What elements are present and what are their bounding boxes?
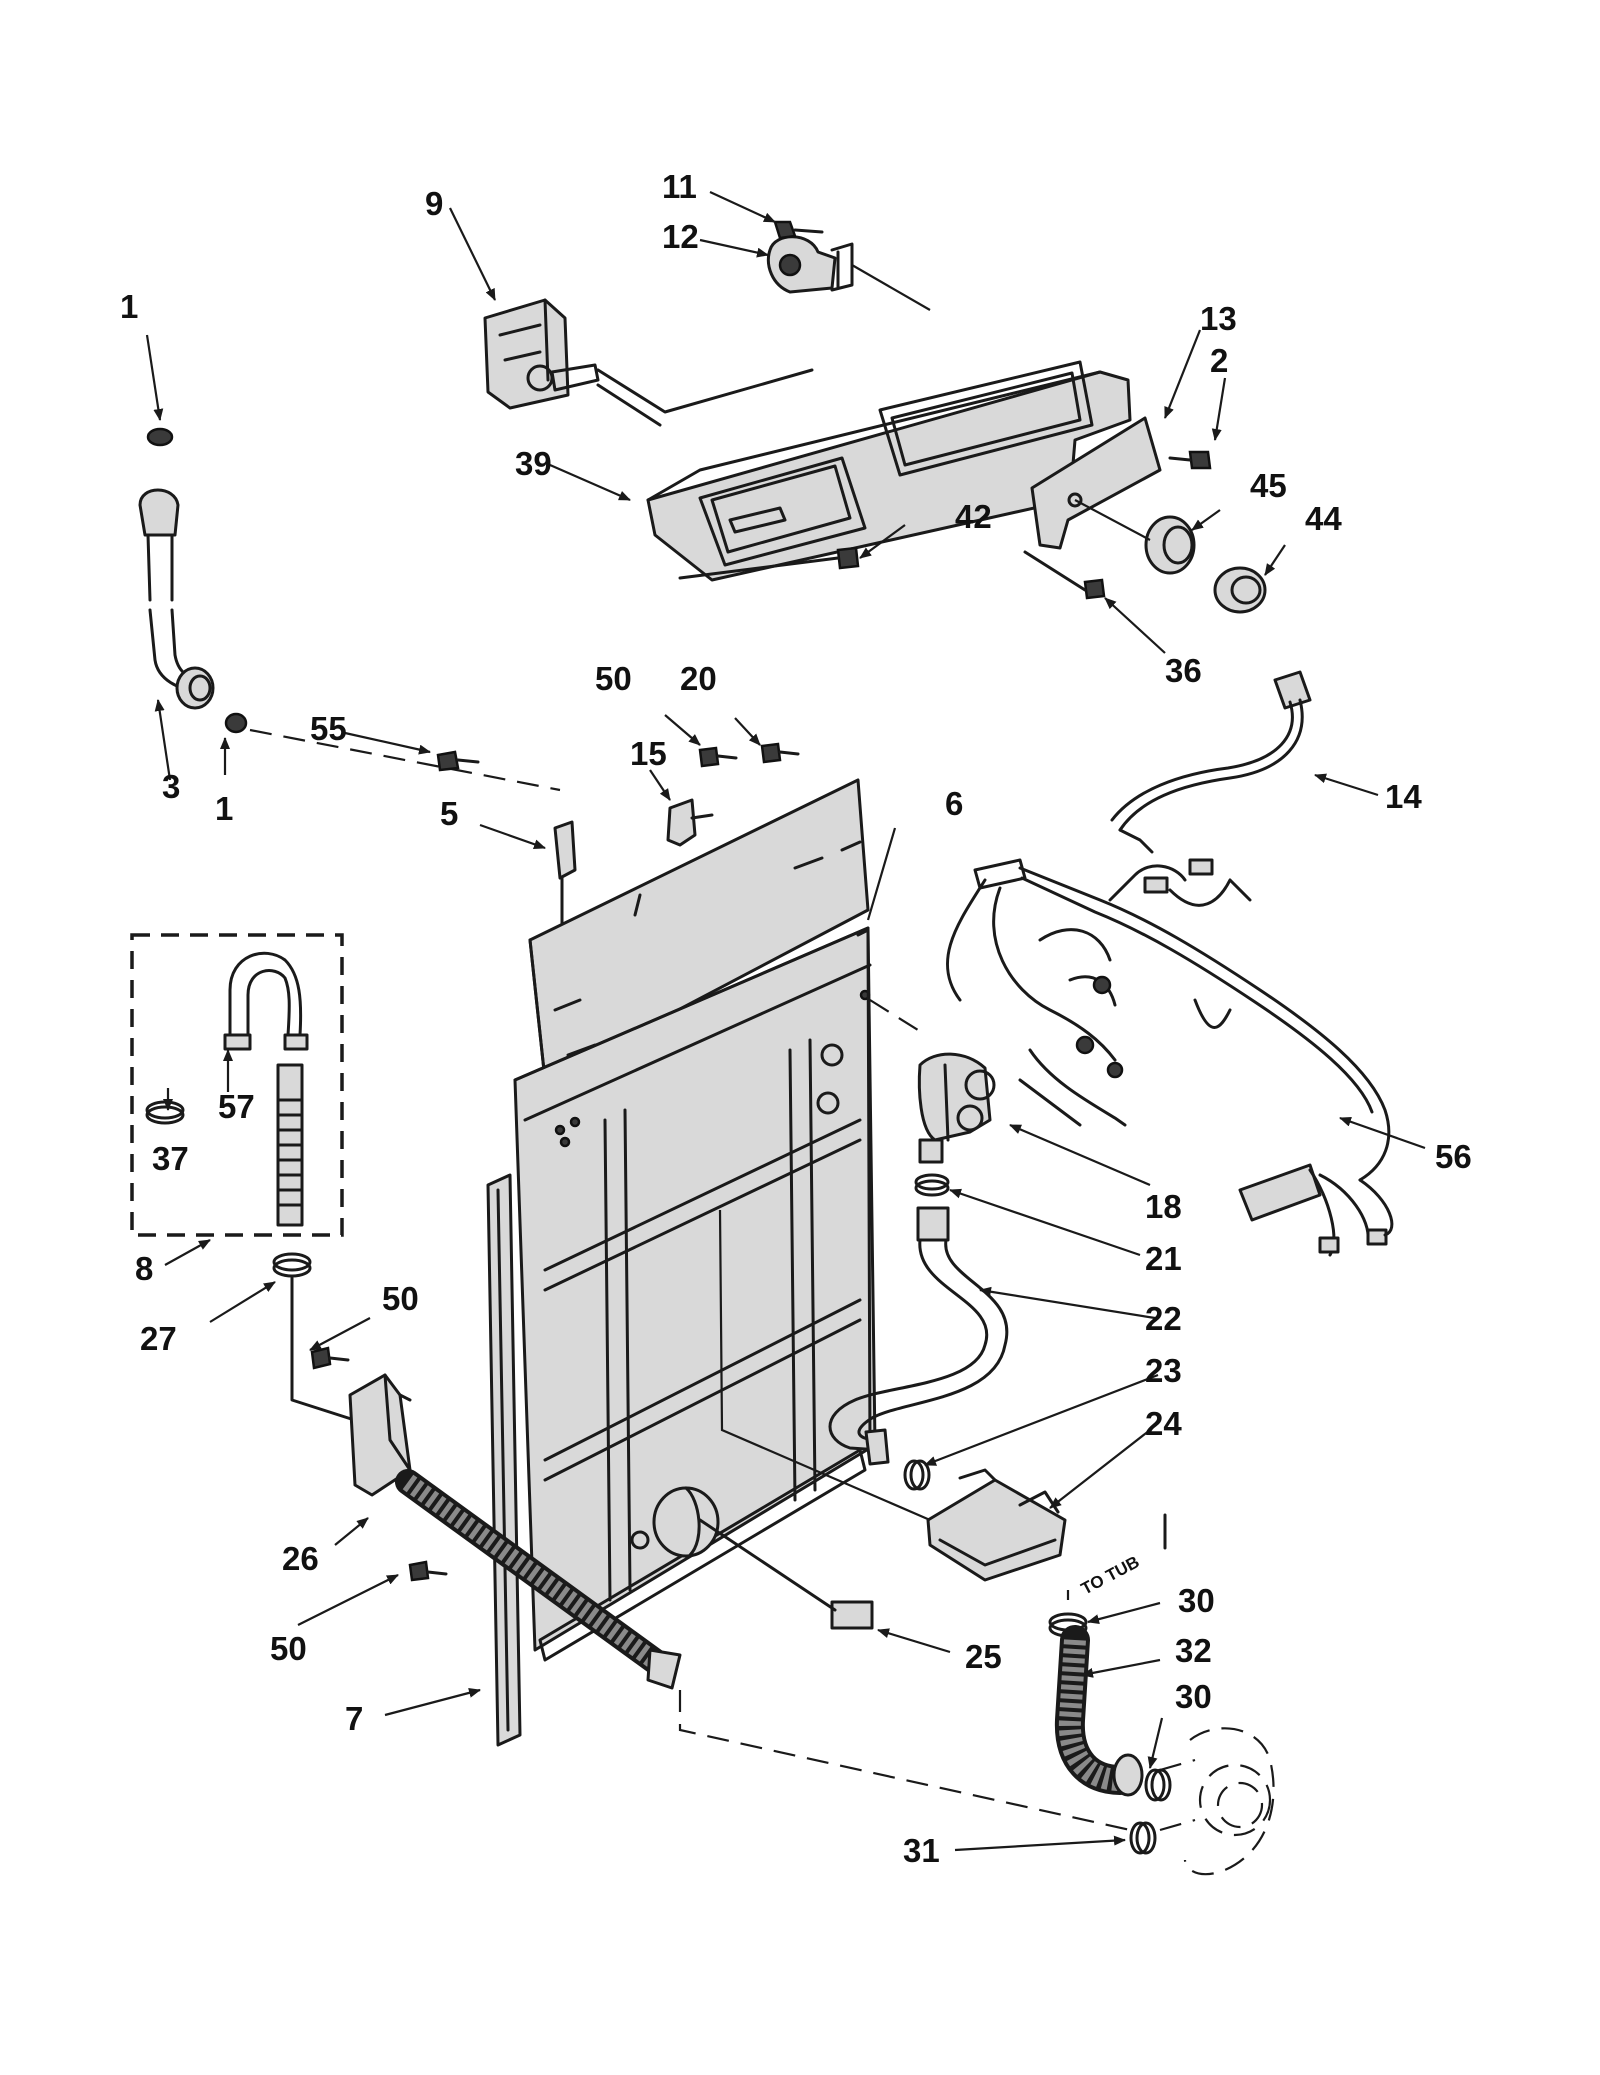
- control-panel-group: [483, 220, 1267, 614]
- callout-18: 18: [1145, 1188, 1182, 1225]
- callout-2: 2: [1210, 342, 1228, 379]
- water-valve-part: [917, 1052, 996, 1164]
- knob-part: [1213, 566, 1267, 614]
- callout-30-bottom: 30: [1175, 1678, 1212, 1715]
- callout-31: 31: [903, 1832, 940, 1869]
- callout-20: 20: [680, 660, 717, 697]
- callout-55: 55: [310, 710, 347, 747]
- front-rail-part: [486, 1173, 522, 1747]
- clip-25: [652, 1486, 874, 1630]
- callout-13: 13: [1200, 300, 1237, 337]
- callout-26: 26: [282, 1540, 319, 1577]
- callout-11: 11: [662, 168, 697, 205]
- console-part: [646, 360, 1132, 582]
- screw-20: [760, 742, 800, 764]
- screw-55: [436, 750, 480, 772]
- clamp-27: [272, 1252, 372, 1427]
- note-to-tub: TO TUB: [1078, 1552, 1143, 1598]
- mixing-valve-kit: [130, 933, 344, 1237]
- callout-9: 9: [425, 185, 443, 222]
- screw-42: [678, 546, 860, 580]
- callout-6: 6: [945, 785, 963, 822]
- inlet-hose-part: [828, 1206, 1009, 1466]
- callout-56: 56: [1435, 1138, 1472, 1175]
- callout-12: 12: [662, 218, 699, 255]
- timer-part: [483, 298, 600, 410]
- clip-15: [666, 798, 714, 847]
- wire-harness-part: [945, 670, 1394, 1257]
- clamp-31: [1129, 1821, 1157, 1855]
- callout-22: 22: [1145, 1300, 1182, 1337]
- callout-7: 7: [345, 1700, 363, 1737]
- screw-50-low: [408, 1560, 448, 1582]
- bezel-part: [1144, 515, 1196, 575]
- siphon-part: [926, 1468, 1067, 1582]
- callout-39: 39: [515, 445, 552, 482]
- screw-2: [1168, 450, 1212, 470]
- callout-15: 15: [630, 735, 667, 772]
- callout-30-top: 30: [1178, 1582, 1215, 1619]
- screw-50-top: [698, 746, 738, 768]
- callout-23: 23: [1145, 1352, 1182, 1389]
- callout-57: 57: [218, 1088, 255, 1125]
- callout-36: 36: [1165, 652, 1202, 689]
- callout-1-top: 1: [120, 288, 138, 325]
- callout-37: 37: [152, 1140, 189, 1177]
- leader-lines: [145, 191, 1426, 1852]
- callout-3: 3: [162, 768, 180, 805]
- clamp-23: [903, 1459, 931, 1491]
- panel-bracket-part: [1030, 416, 1162, 550]
- callout-42: 42: [955, 498, 992, 535]
- callout-50-top: 50: [595, 660, 632, 697]
- fill-hose-group: [138, 427, 561, 792]
- callout-27: 27: [140, 1320, 177, 1357]
- callout-14: 14: [1385, 778, 1422, 815]
- clamp-21: [914, 1173, 950, 1197]
- clamp-30-bottom: [1144, 1768, 1172, 1802]
- screw-11: [773, 220, 824, 240]
- callout-24: 24: [1145, 1405, 1182, 1442]
- callout-45: 45: [1250, 467, 1287, 504]
- callout-5: 5: [440, 795, 458, 832]
- callout-50-low: 50: [270, 1630, 307, 1667]
- callout-1-bottom: 1: [215, 790, 233, 827]
- tub-outlet-part: [1159, 1727, 1275, 1876]
- callout-44: 44: [1305, 500, 1342, 537]
- clamp-30-top: [1048, 1612, 1088, 1638]
- rear-panel-group: [513, 778, 877, 1662]
- drain-hose-32: [1054, 1625, 1144, 1797]
- callout-50-mid: 50: [382, 1280, 419, 1317]
- water-level-switch-part: [766, 235, 854, 294]
- callout-32: 32: [1175, 1632, 1212, 1669]
- callouts: 1 1 2 3 5 6 7 8 9 11 12 13 14 15 18 20 2…: [120, 168, 1472, 1869]
- screw-36: [1023, 550, 1106, 600]
- drain-hose-part: [395, 1469, 682, 1690]
- callout-21: 21: [1145, 1240, 1182, 1277]
- callout-25: 25: [965, 1638, 1002, 1675]
- callout-8: 8: [135, 1250, 153, 1287]
- side-panel-6: [856, 928, 872, 1452]
- screw-50-mid: [310, 1346, 350, 1370]
